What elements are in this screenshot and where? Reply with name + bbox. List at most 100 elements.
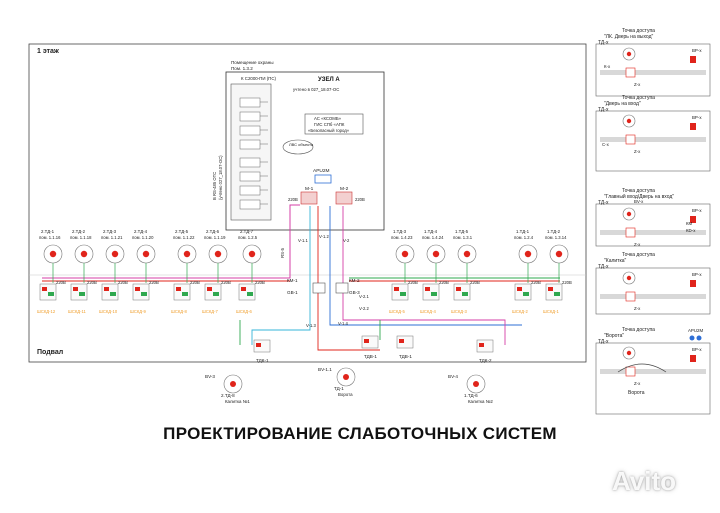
basement-name: Калитка №1 [225, 399, 250, 404]
basement-unit-label: ТДК-2 [479, 358, 492, 363]
door-contact-icon [431, 292, 437, 296]
access-point-name: "Дверь на вход" [604, 101, 641, 107]
door-room: пом. 1.1.22 [173, 235, 195, 240]
cabinet-module [239, 111, 261, 122]
km-2-box [335, 282, 349, 294]
door-reader-core-icon [248, 250, 256, 258]
door-sensor: ШСКД-8 [171, 309, 188, 314]
door-tag: 1.ТД-4 [424, 229, 438, 234]
legend-reader-core-icon [626, 51, 632, 57]
apu-module [314, 174, 332, 184]
door-tag: 2.ТД-4 [134, 229, 148, 234]
legend-closer-label: Z-х [634, 381, 641, 386]
main-frame [28, 43, 587, 363]
access-point-name: "Главный вход/Дверь на вход" [604, 193, 674, 200]
door-relay-icon [135, 287, 140, 291]
door-contact-icon [141, 292, 147, 296]
door-room: пом. 1.2.5 [238, 235, 258, 240]
door-relay-icon [394, 287, 399, 291]
door-room: пом. 1.4.24 [422, 235, 444, 240]
monitor-1 [300, 191, 318, 205]
door-relay-icon [104, 287, 109, 291]
access-point-legend: Точка доступа"ЛК. Дверь на выход"ТД-хВР-… [595, 28, 711, 415]
cabinet-module [239, 157, 261, 168]
legend-door-icon [625, 134, 636, 145]
gb-3-label: GB-3 [349, 290, 360, 295]
legend-closer-label: Z-х [634, 242, 641, 247]
door-relay-icon [425, 287, 430, 291]
monitor-2-label: M-2 [340, 186, 349, 192]
door-tag: 2.ТД-3 [103, 229, 117, 234]
door-room: пом. 1.3.14 [545, 235, 567, 240]
bus-label-item: V-1.3 [306, 323, 316, 328]
door-sensor: ШСКД-11 [68, 309, 87, 314]
floor-label-basement: Подвал [37, 349, 63, 356]
basement-reader-core-icon [230, 381, 236, 387]
bus-label-item: V-2.2 [359, 306, 369, 311]
basement-unit-label: ТДВ-1 [364, 354, 377, 359]
door-voltage: 220В [56, 280, 66, 285]
bus-label-item: V-1.4 [338, 321, 348, 326]
legend-reader-label: ВР-х [692, 272, 702, 277]
legend-controller-label: КD-х [686, 228, 696, 233]
door-room: пом. 1.4.23 [391, 235, 413, 240]
door-room: пом. 1.1.20 [132, 235, 154, 240]
legend-wall-icon [600, 294, 706, 299]
door-tag: 2.ТД-7 [240, 229, 254, 234]
door-sensor: ШСКД-3 [451, 309, 468, 314]
bus-label: В RS-485 ОТС [212, 172, 217, 200]
legend-kx-label: К-х [604, 64, 611, 69]
basement-unit-label: ТДВ-1 [399, 354, 412, 359]
door-tag: 1.ТД-1 [516, 229, 530, 234]
basement-tag: ТД-1 [334, 386, 344, 391]
monitor-1-label: M-1 [305, 186, 314, 192]
door-voltage: 220В [439, 280, 449, 285]
km-2-label: КМ-2 [349, 278, 360, 283]
legend-reader-core-icon [626, 275, 632, 281]
door-relay-icon [207, 287, 212, 291]
door-room: пом. 1.3.1 [453, 235, 473, 240]
basement-relay-icon [399, 339, 404, 343]
access-point-caption: Точка доступа [622, 95, 655, 101]
door-tag: 1.ТД-5 [455, 229, 469, 234]
bus-label-item: V-2 [343, 238, 350, 243]
legend-controller-icon [690, 280, 696, 287]
door-voltage: 220В [149, 280, 159, 285]
km-1-label: КМ-1 [287, 278, 298, 283]
legend-reader-core-icon [626, 350, 632, 356]
door-sensor: ШСКД-7 [202, 309, 219, 314]
door-tag: 2.ТД-6 [206, 229, 220, 234]
door-voltage: 220В [87, 280, 97, 285]
legend-gate-icon [617, 363, 667, 373]
bus-note: (учтено 027_18.07-ОС) [218, 155, 223, 200]
basement-reader-core-icon [473, 381, 479, 387]
door-reader-core-icon [555, 250, 563, 258]
door-reader-core-icon [401, 250, 409, 258]
door-contact-icon [523, 292, 529, 296]
external-system-box [304, 113, 364, 135]
door-room: пом. 1.1.21 [101, 235, 123, 240]
door-contact-icon [554, 292, 560, 296]
access-point-card: Точка доступа"Главный вход/Дверь на вход… [595, 188, 711, 247]
door-room: пом. 1.1.19 [204, 235, 226, 240]
legend-reader-label: ВР-х [692, 208, 702, 213]
door-relay-icon [42, 287, 47, 291]
cabinet-module [239, 97, 261, 108]
legend-wall-icon [600, 369, 706, 374]
basement-bv: BV-3 [205, 374, 215, 379]
cabinet-module [239, 185, 261, 196]
door-relay-icon [176, 287, 181, 291]
external-system-line-1: АС «КСОМБ» [314, 116, 342, 121]
controller-label: К С2000-ПИ (ПС) [241, 76, 276, 81]
node-label: УЗЕЛ А [318, 77, 340, 83]
access-point-code: ТД-х [598, 264, 609, 270]
door-tag: 2.ТД-5 [175, 229, 189, 234]
